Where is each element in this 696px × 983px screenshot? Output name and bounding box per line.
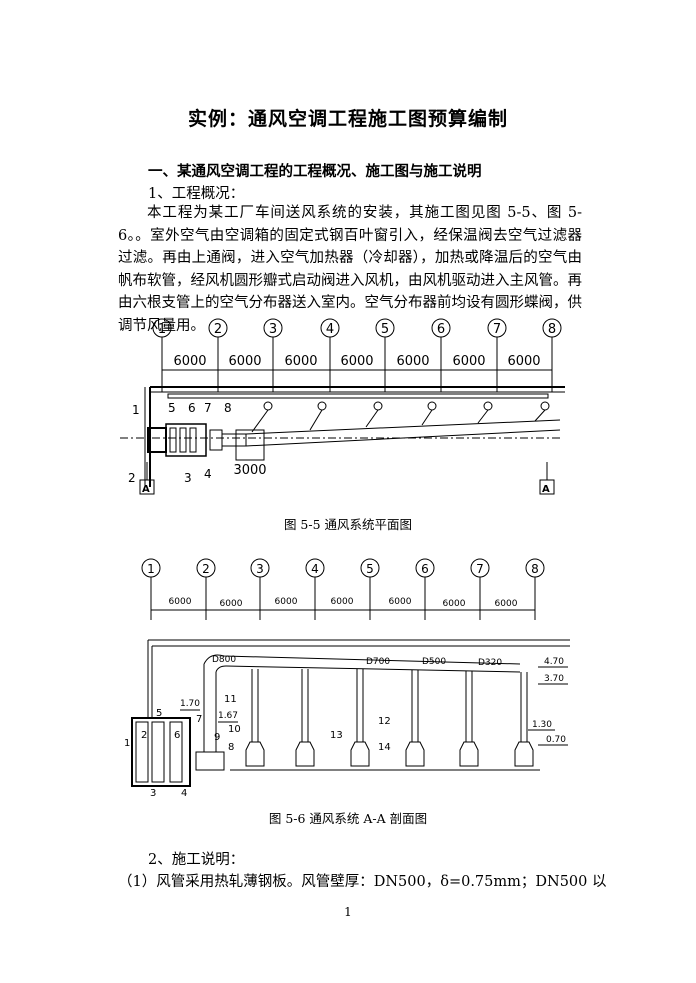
plan-part-1: 1 <box>132 403 140 417</box>
plan-part-7: 7 <box>204 401 212 415</box>
plan-axis-8: 8 <box>548 322 556 337</box>
section-part-13: 13 <box>330 730 343 741</box>
figure-plan-view: 1 2 3 4 5 6 7 8 6000 6000 6000 6000 6000… <box>120 318 565 495</box>
duct-label-d800: D800 <box>212 655 236 665</box>
plan-dim-3000: 3000 <box>233 463 266 478</box>
overview-paragraph: 本工程为某工厂车间送风系统的安装，其施工图见图 5-5、图 5-6。。室外空气由… <box>118 202 582 337</box>
section-part-9: 9 <box>214 732 220 743</box>
section-part-10: 10 <box>228 724 241 735</box>
plan-span-1: 6000 <box>173 354 206 369</box>
elevation-070: 0.70 <box>546 735 566 745</box>
plan-axis-circles <box>152 318 562 392</box>
section-span-4: 6000 <box>331 597 354 607</box>
section-part-5: 5 <box>156 708 162 719</box>
figure1-caption: 图 5-5 通风系统平面图 <box>283 517 413 532</box>
duct-label-d700: D700 <box>366 657 390 667</box>
section-axis-5: 5 <box>366 562 374 576</box>
plan-part-6: 6 <box>188 401 196 415</box>
section-part-6: 6 <box>174 730 180 741</box>
elevation-130: 1.30 <box>532 720 552 730</box>
figure-section-view: 1 2 3 4 5 6 7 8 6000 6000 6000 6000 6000… <box>124 558 570 799</box>
plan-axis-3: 3 <box>269 322 277 337</box>
section-axis-2: 2 <box>202 562 210 576</box>
construction-item-1: （1）风管采用热轧薄钢板。风管壁厚：DN500，δ=0.75mm；DN500 以 <box>118 874 607 890</box>
plan-section-mark-left: A <box>142 484 150 495</box>
section-part-4: 4 <box>181 788 187 799</box>
section-part-12: 12 <box>378 716 391 727</box>
plan-span-2: 6000 <box>228 354 261 369</box>
elevation-470: 4.70 <box>544 657 564 667</box>
section-heading-2: 2、施工说明： <box>148 852 245 868</box>
plan-axis-6: 6 <box>437 322 445 337</box>
section-span-6: 6000 <box>443 599 466 609</box>
plan-axis-2: 2 <box>214 322 222 337</box>
subsection-heading-1: 1、工程概况： <box>148 186 245 202</box>
section-span-7: 6000 <box>495 599 518 609</box>
section-span-3: 6000 <box>275 597 298 607</box>
section-span-2: 6000 <box>220 599 243 609</box>
plan-span-3: 6000 <box>284 354 317 369</box>
section-axis-4: 4 <box>311 562 319 576</box>
elevation-170: 1.70 <box>180 699 200 709</box>
section-span-1: 6000 <box>169 597 192 607</box>
plan-axis-5: 5 <box>381 322 389 337</box>
section-span-5: 6000 <box>389 597 412 607</box>
section-part-1: 1 <box>124 738 130 749</box>
section-part-7: 7 <box>196 714 202 725</box>
overview-text: 本工程为某工厂车间送风系统的安装，其施工图见图 5-5、图 5-6。。室外空气由… <box>118 205 582 334</box>
figure2-caption: 图 5-6 通风系统 A-A 剖面图 <box>268 811 428 826</box>
section-part-14: 14 <box>378 742 391 753</box>
elevation-370: 3.70 <box>544 674 564 684</box>
section-axis-8: 8 <box>531 562 539 576</box>
section-part-11: 11 <box>224 694 237 705</box>
plan-axis-7: 7 <box>493 322 501 337</box>
duct-label-d320: D320 <box>478 658 502 668</box>
plan-section-mark-right: A <box>542 484 550 495</box>
section-part-8: 8 <box>228 742 234 753</box>
plan-part-4: 4 <box>204 467 212 481</box>
plan-part-8: 8 <box>224 401 232 415</box>
section-axis-6: 6 <box>421 562 429 576</box>
section-branch-drops <box>251 669 528 742</box>
section-heading-1: 一、某通风空调工程的工程概况、施工图与施工说明 <box>148 163 482 180</box>
plan-span-7: 6000 <box>507 354 540 369</box>
page-title: 实例：通风空调工程施工图预算编制 <box>187 108 508 130</box>
section-part-3: 3 <box>150 788 156 799</box>
plan-axis-1: 1 <box>158 322 166 337</box>
section-diffusers <box>245 741 534 767</box>
section-axis-3: 3 <box>256 562 264 576</box>
plan-span-5: 6000 <box>396 354 429 369</box>
plan-span-6: 6000 <box>452 354 485 369</box>
plan-part-5: 5 <box>168 401 176 415</box>
elevation-167: 1.67 <box>218 711 238 721</box>
section-axis-1: 1 <box>147 562 155 576</box>
duct-label-d500: D500 <box>422 657 446 667</box>
section-axis-7: 7 <box>476 562 484 576</box>
plan-part-3: 3 <box>184 471 192 485</box>
plan-axis-4: 4 <box>326 322 334 337</box>
plan-part-2: 2 <box>128 471 136 485</box>
plan-span-4: 6000 <box>340 354 373 369</box>
section-axis-circles <box>141 558 545 620</box>
page-number: 1 <box>344 905 352 919</box>
section-part-2: 2 <box>141 730 147 741</box>
